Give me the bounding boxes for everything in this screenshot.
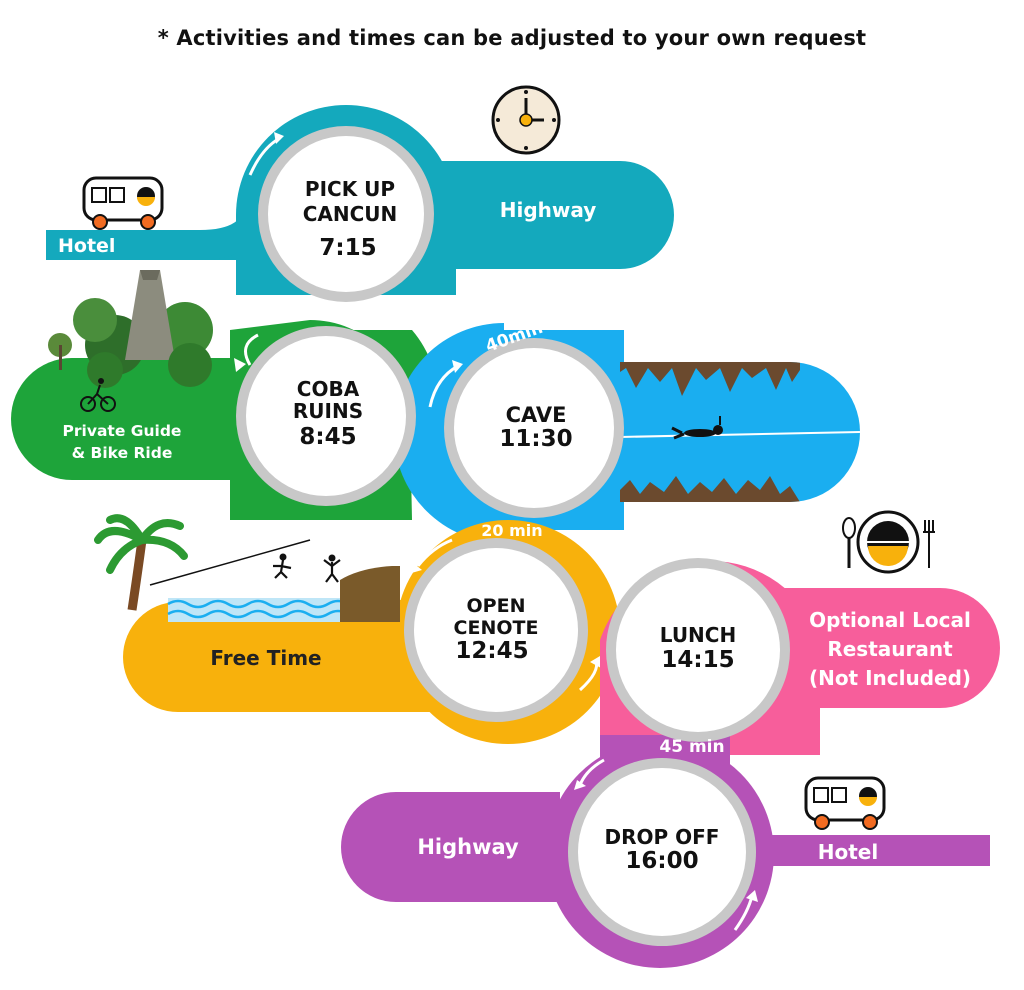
pyramid-icon: [48, 270, 213, 388]
clock-icon: [491, 85, 561, 155]
stop-cenote: OPEN CENOTE 12:45: [404, 538, 588, 722]
stop-dropoff: DROP OFF 16:00: [568, 758, 756, 946]
stop-pickup: PICK UP CANCUN 7:15: [258, 126, 434, 302]
stop-time: 12:45: [455, 638, 528, 664]
stop-time: 8:45: [299, 424, 356, 450]
hotel-end-label: Hotel: [818, 840, 878, 864]
stop-lunch: LUNCH 14:15: [606, 558, 790, 742]
plate-icon: [842, 510, 935, 574]
adjustment-note: * Activities and times can be adjusted t…: [157, 26, 867, 50]
stop-coba: COBA RUINS 8:45: [236, 326, 416, 506]
restaurant-label-line: Restaurant: [827, 637, 953, 661]
stop-cave: CAVE 11:30: [444, 338, 624, 518]
guide-label-line: & Bike Ride: [72, 444, 173, 462]
snorkeler-icon: [671, 416, 723, 440]
stop-title-line: CANCUN: [303, 202, 398, 226]
restaurant-label-line: (Not Included): [809, 666, 971, 690]
restaurant-label-line: Optional Local: [809, 608, 971, 632]
zipline-icon: [149, 539, 341, 586]
palm-tree-icon: [94, 514, 188, 611]
stop-time: 7:15: [319, 235, 376, 261]
stop-title-line: CAVE: [506, 403, 567, 427]
stop-title-line: COBA: [297, 377, 360, 401]
duration-coba: 80 min: [322, 298, 389, 325]
stop-title-line: RUINS: [293, 399, 363, 423]
duration-dropoff: 45 min: [659, 737, 724, 757]
stop-time: 11:30: [499, 426, 572, 452]
bicycle-icon: [80, 378, 116, 412]
hotel-start-label: Hotel: [58, 235, 115, 257]
stop-title-line: DROP OFF: [605, 825, 720, 849]
highway-bottom-label: Highway: [417, 835, 519, 859]
bus-icon: [804, 776, 886, 830]
highway-top-label: Highway: [500, 198, 597, 222]
stop-title-line: OPEN: [467, 595, 526, 617]
stop-title-line: CENOTE: [454, 617, 539, 639]
stop-title-line: LUNCH: [660, 623, 736, 647]
duration-cenote: 20 min: [481, 521, 542, 540]
stop-time: 16:00: [625, 848, 698, 874]
stop-title-line: PICK UP: [305, 177, 395, 201]
guide-label-line: Private Guide: [63, 422, 182, 440]
free-time-label: Free Time: [210, 646, 321, 670]
stop-time: 14:15: [661, 647, 734, 673]
bus-icon: [82, 176, 164, 230]
cave-scene: [620, 362, 860, 502]
